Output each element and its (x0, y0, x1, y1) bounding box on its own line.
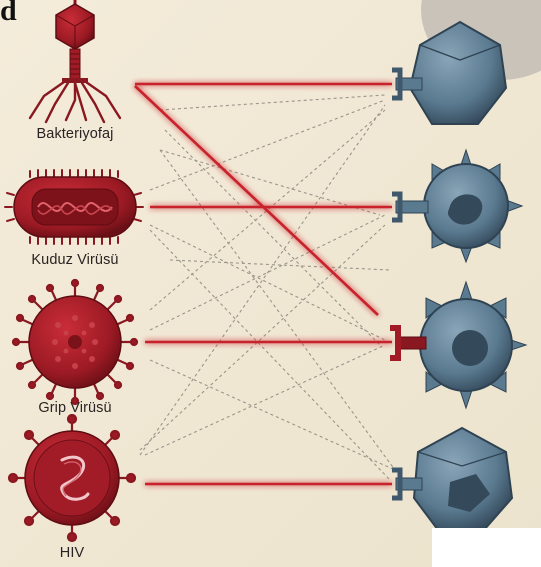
virus-label-hiv: HIV (0, 545, 147, 561)
polyhedral-cell-icon (392, 22, 506, 124)
spiky-cell-icon (392, 150, 522, 262)
bacteriophage-icon (30, 0, 120, 122)
dotted-line (140, 105, 385, 455)
dotted-line (150, 360, 395, 470)
dotted-connections (140, 95, 395, 480)
hiv-virus-icon (9, 415, 135, 541)
dotted-line (140, 225, 385, 450)
dotted-line (170, 260, 390, 270)
dotted-line (150, 100, 385, 190)
virus-label-rabies: Kuduz Virüsü (0, 252, 150, 268)
virus-label-flu: Grip Virüsü (0, 400, 150, 416)
virus-label-bacteriophage: Bakteriyofaj (0, 126, 150, 142)
polyhedral-cell-icon (392, 428, 512, 530)
flu-virus-icon (13, 280, 137, 404)
dotted-line (165, 130, 380, 345)
white-patch (432, 528, 541, 567)
rabies-virus-icon (5, 170, 143, 244)
dotted-line (150, 225, 385, 340)
dotted-line (160, 150, 395, 470)
dotted-line (145, 345, 385, 455)
red-connections (135, 84, 392, 484)
dotted-line (150, 230, 390, 480)
dotted-line (160, 95, 385, 110)
spiky-cell-icon (390, 282, 526, 408)
